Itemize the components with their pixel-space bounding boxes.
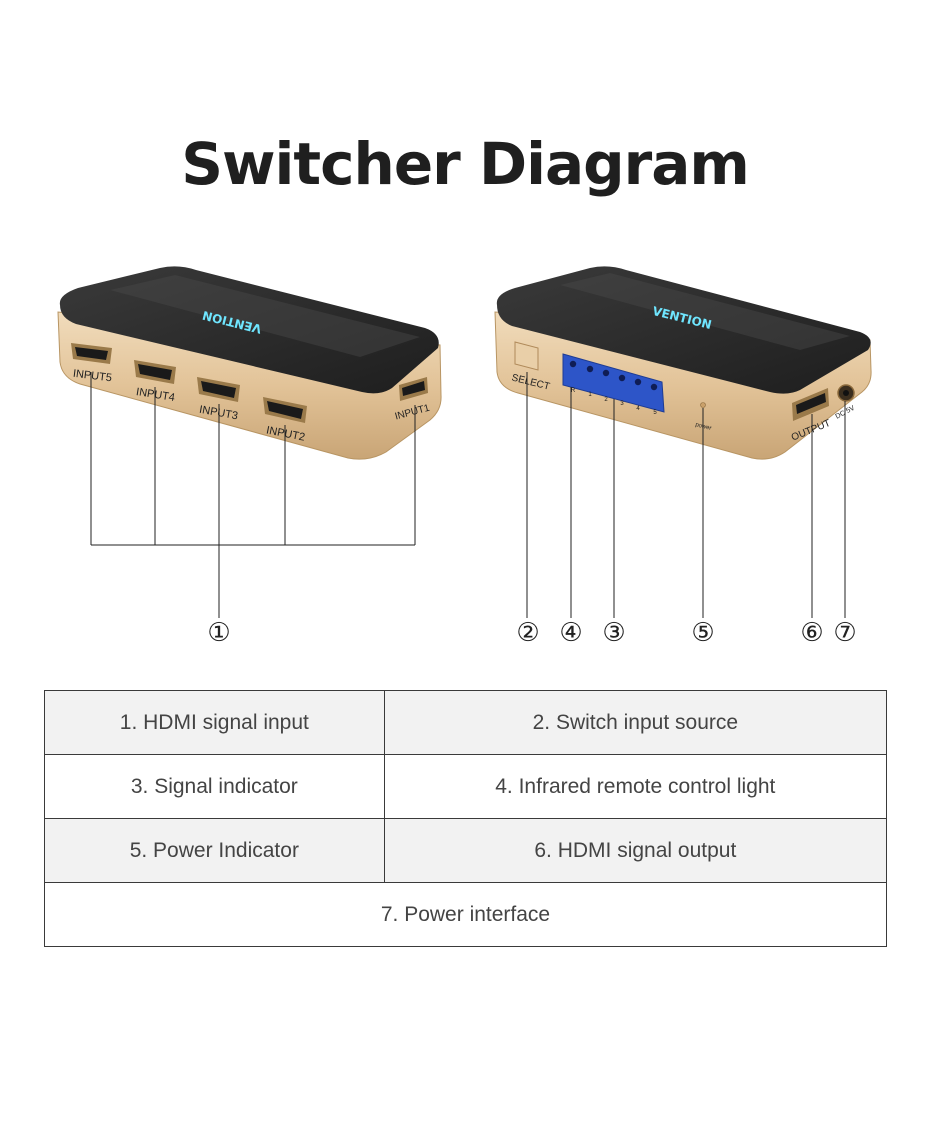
callout-4: ④ <box>559 618 582 648</box>
callout-5: ⑤ <box>691 618 714 648</box>
hdmi-port-input1 <box>399 377 428 401</box>
legend-row: 5. Power Indicator 6. HDMI signal output <box>44 818 888 883</box>
legend-row: 1. HDMI signal input 2. Switch input sou… <box>44 690 888 755</box>
back-top <box>496 266 871 394</box>
callout-2: ② <box>516 618 539 648</box>
legend-item-5: 5. Power Indicator <box>44 818 385 883</box>
led-label-1: 1 <box>588 392 592 398</box>
legend-item-3: 3. Signal indicator <box>44 754 385 819</box>
label-input5: INPUT5 <box>72 368 112 385</box>
front-device: VENTION INPUT5 INPUT4 INPUT3 INPUT2 INPU… <box>57 266 442 618</box>
led-dots <box>569 360 658 391</box>
hdmi-port-input5 <box>71 343 112 364</box>
hdmi-port-input3 <box>197 377 240 402</box>
legend-item-2: 2. Switch input source <box>383 690 888 755</box>
legend-item-1: 1. HDMI signal input <box>44 690 385 755</box>
back-leader-lines <box>526 372 846 618</box>
led-label-4: 4 <box>636 406 640 412</box>
led-label-r: R <box>571 388 576 394</box>
legend-row: 3. Signal indicator 4. Infrared remote c… <box>44 754 888 819</box>
callout-6: ⑥ <box>800 618 823 648</box>
front-leader-lines <box>90 372 416 618</box>
select-button-shape <box>514 341 539 371</box>
power-led <box>700 402 706 408</box>
callout-1: ① <box>207 618 230 648</box>
back-top-gloss <box>560 273 850 350</box>
hdmi-port-input2 <box>263 397 307 423</box>
switcher-diagram: VENTION INPUT5 INPUT4 INPUT3 INPUT2 INPU… <box>57 266 872 648</box>
front-top <box>59 266 439 394</box>
page-title: Switcher Diagram <box>181 130 750 198</box>
legend-item-4: 4. Infrared remote control light <box>383 754 888 819</box>
legend-table: 1. HDMI signal input 2. Switch input sou… <box>44 690 888 947</box>
led-label-2: 2 <box>604 397 608 403</box>
front-top-gloss <box>110 275 420 357</box>
legend-item-6: 6. HDMI signal output <box>383 818 888 883</box>
callouts: ① ② ④ ③ ⑤ ⑥ ⑦ <box>207 618 856 648</box>
led-label-3: 3 <box>620 401 624 407</box>
callout-3: ③ <box>602 618 625 648</box>
led-label-5: 5 <box>653 410 657 416</box>
hdmi-port-input4 <box>134 360 176 384</box>
callout-7: ⑦ <box>833 618 856 648</box>
hdmi-port-output <box>792 388 829 421</box>
legend-item-7: 7. Power interface <box>44 882 887 947</box>
legend-row: 7. Power interface <box>44 882 887 947</box>
back-device: VENTION SELECT R 1 2 3 4 5 power <box>494 266 872 618</box>
